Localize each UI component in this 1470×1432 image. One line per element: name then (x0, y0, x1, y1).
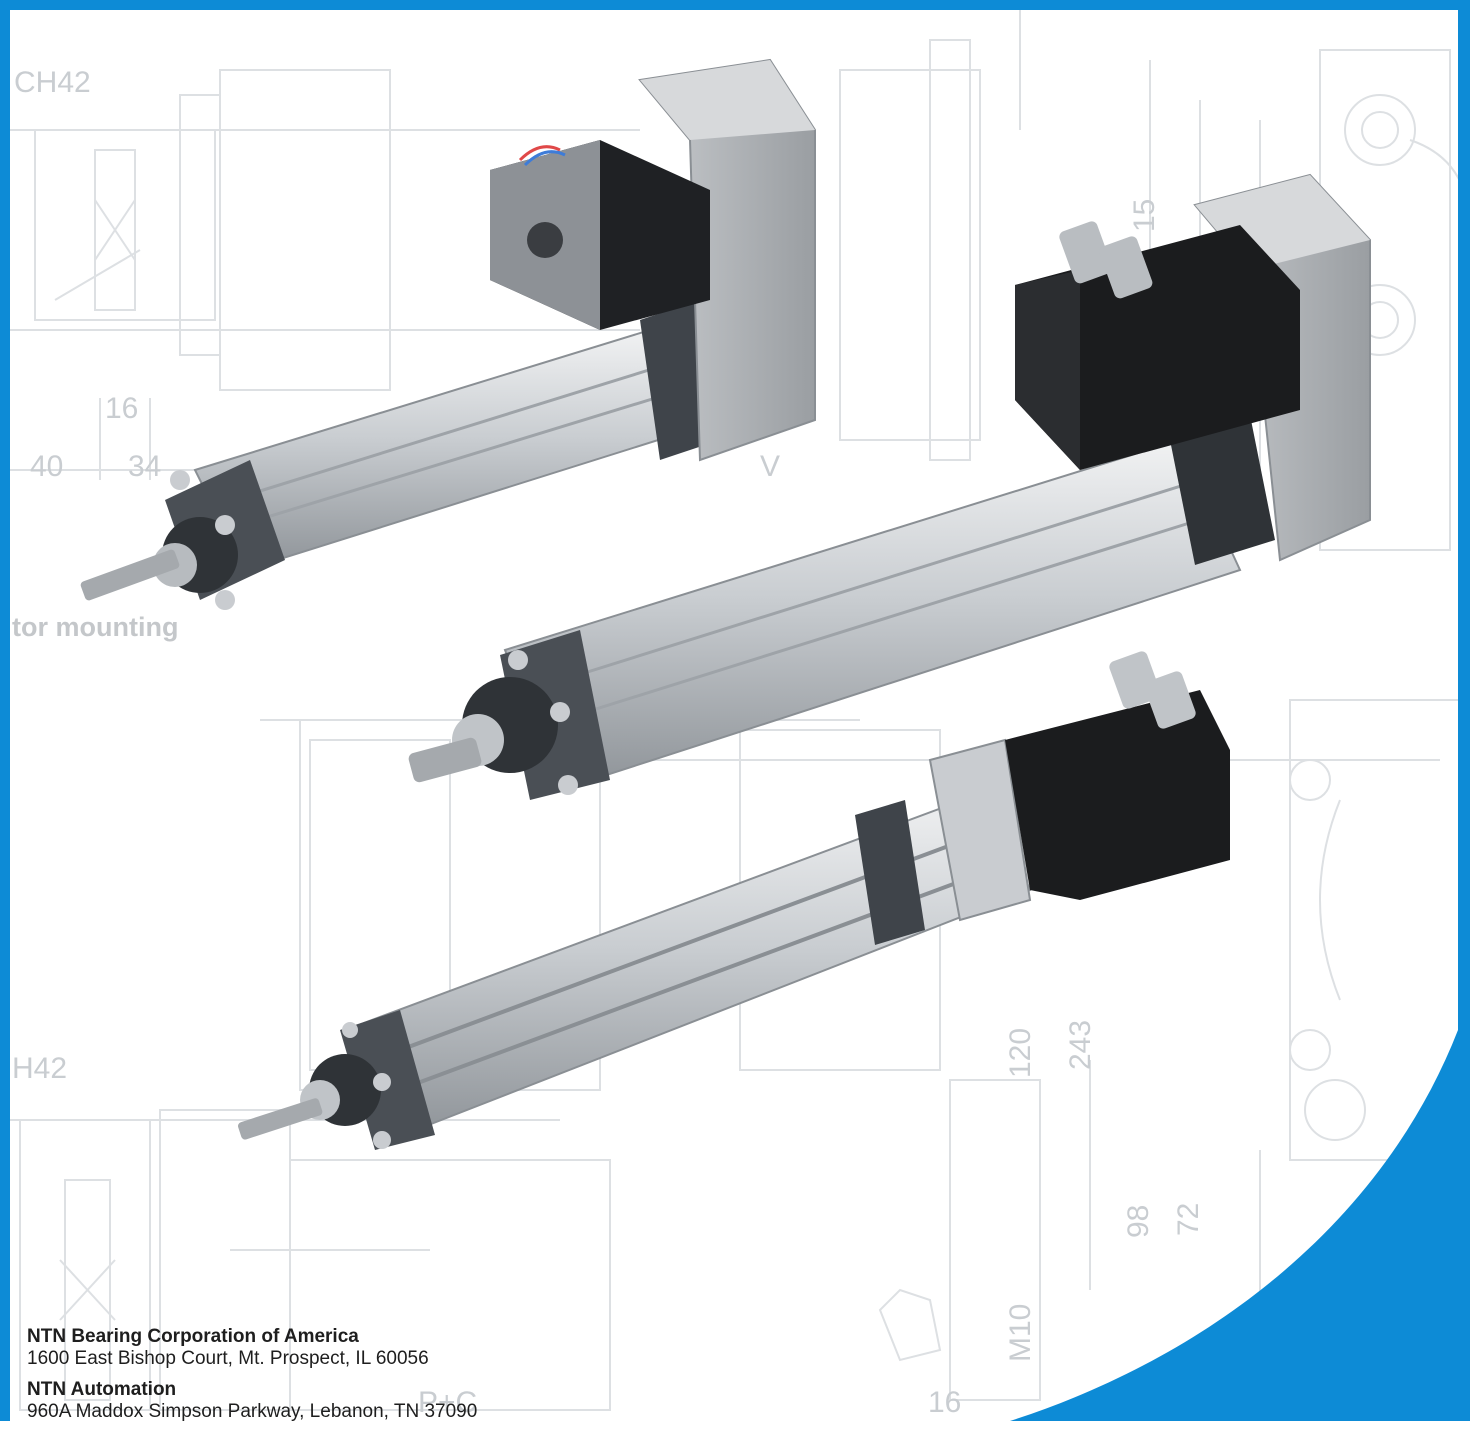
company-address-block: NTN Bearing Corporation of America 1600 … (27, 1326, 477, 1432)
dimension-label: 16 (105, 392, 139, 425)
dimension-label: P+C (418, 1386, 478, 1419)
company-name: NTN Bearing Corporation of America (27, 1326, 359, 1347)
frame-border-left (0, 0, 10, 1421)
servo-motor-actuator-inline (238, 651, 1230, 1150)
company-name: NTN Automation (27, 1379, 177, 1400)
dimension-label: CH42 (14, 66, 91, 99)
dimension-label: 40 (30, 450, 64, 483)
dimension-label: V (760, 450, 781, 483)
dimension-label: H42 (12, 1052, 68, 1085)
servo-motor-actuator-parallel (408, 173, 1371, 800)
frame-border-top (0, 0, 1470, 10)
dimension-label: 16 (928, 1386, 962, 1419)
stepper-motor-actuator (80, 58, 816, 610)
ghost-caption: tor mounting (12, 612, 179, 642)
dimension-label: 34 (128, 450, 162, 483)
company-address: 960A Maddox Simpson Parkway, Lebanon, TN… (27, 1401, 478, 1422)
company-address: 1600 East Bishop Court, Mt. Prospect, IL… (27, 1348, 429, 1369)
